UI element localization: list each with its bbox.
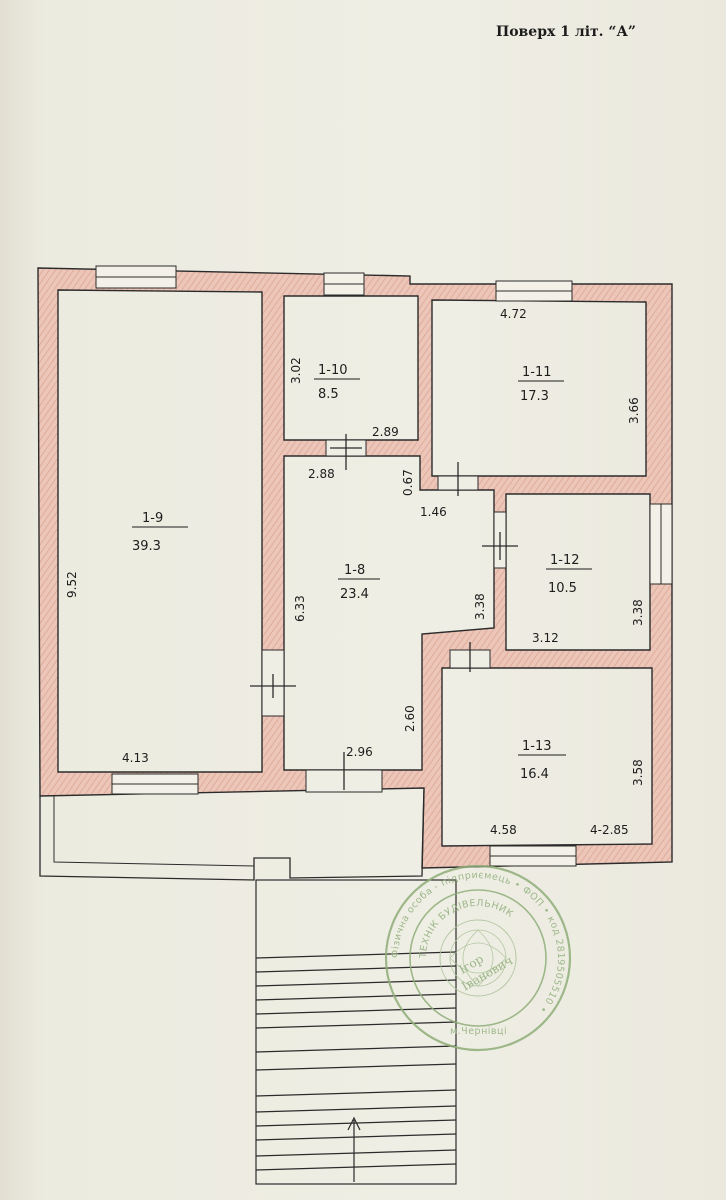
dim-2-60: 2.60 [403,705,417,732]
dim-3-38-b: 3.38 [631,599,645,626]
dim-4-2-85: 4-2.85 [590,823,629,837]
doors [261,439,507,793]
dim-0-67: 0.67 [401,469,415,496]
dim-2-96: 2.96 [346,745,373,759]
terrace-inner-line [53,796,255,867]
room-code-1-11: 1-11 [522,365,552,380]
official-stamp: Фізична особа - підприємець • ФОП • код … [384,864,572,1052]
walls [37,267,673,869]
room-labels: 1-9 39.3 1-10 8.5 1-11 17.3 1-8 23.4 1-1… [132,363,592,782]
page-title: Поверх 1 літ. “А” [496,24,636,40]
room-area-1-12: 10.5 [548,581,577,596]
room-area-1-8: 23.4 [340,587,369,602]
dimensions: 9.52 4.13 3.02 2.89 2.88 4.72 3.66 0.67 … [65,307,645,837]
dim-1-46: 1.46 [420,505,447,519]
terrace [39,789,425,881]
dim-4-13: 4.13 [122,751,149,765]
dim-3-02: 3.02 [289,357,303,384]
dim-4-72: 4.72 [500,307,527,321]
room-code-1-9: 1-9 [142,511,163,526]
dim-6-33: 6.33 [293,595,307,622]
dim-3-66: 3.66 [627,397,641,424]
dim-4-58: 4.58 [490,823,517,837]
staircase [255,879,457,1185]
dim-9-52: 9.52 [65,571,79,598]
svg-text:Фізична особа - підприємець •: Фізична особа - підприємець • ФОП • код … [390,870,566,1015]
room-area-1-9: 39.3 [132,539,161,554]
room-code-1-10: 1-10 [318,363,348,378]
windows [95,265,673,867]
room-code-1-13: 1-13 [522,739,552,754]
dim-2-89: 2.89 [372,425,399,439]
room-code-1-12: 1-12 [550,553,580,568]
dim-3-12: 3.12 [532,631,559,645]
stamp-outer-text: Фізична особа - підприємець • ФОП • код … [390,870,566,1015]
dim-2-88: 2.88 [308,467,335,481]
room-area-1-11: 17.3 [520,389,549,404]
dim-3-38-a: 3.38 [473,593,487,620]
room-area-1-13: 16.4 [520,767,549,782]
door-markers [250,434,518,790]
dim-3-58: 3.58 [631,759,645,786]
stamp-city: м.Чернівці [450,1026,507,1037]
room-area-1-10: 8.5 [318,387,339,402]
room-code-1-8: 1-8 [344,563,365,578]
